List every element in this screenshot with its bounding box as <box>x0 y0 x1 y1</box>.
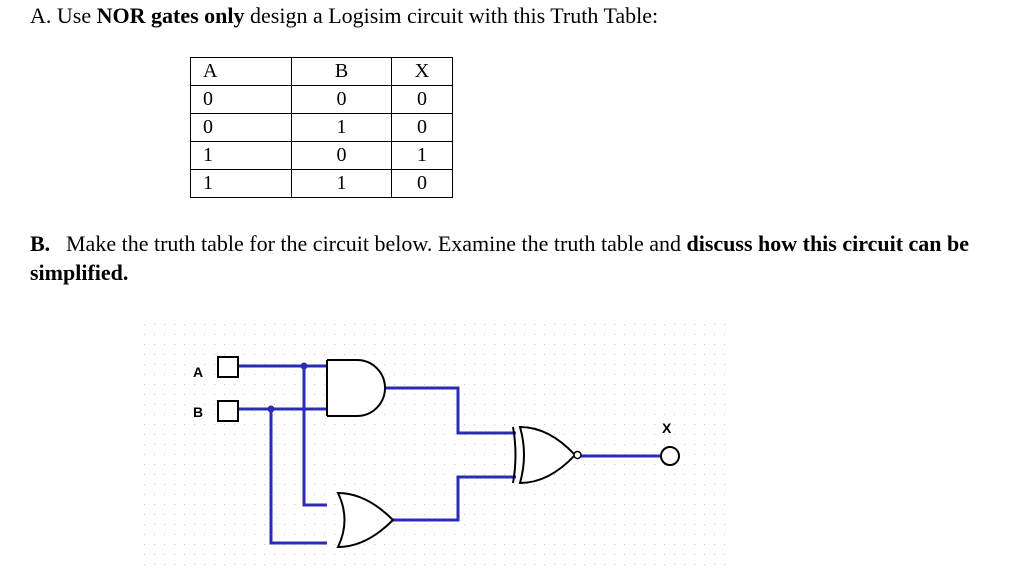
cell-x: 1 <box>391 141 453 170</box>
question-b: B. Make the truth table for the circuit b… <box>30 229 1005 287</box>
cell-x: 0 <box>391 113 453 142</box>
xnor-gate <box>512 425 582 485</box>
cell-b: 0 <box>291 141 392 170</box>
circuit-wires <box>239 364 660 545</box>
table-row: 0 1 0 <box>190 113 453 142</box>
question-b-bold: discuss how this circuit can be simplifi… <box>30 231 970 285</box>
wire-a-branch <box>302 366 327 507</box>
question-a-text-2: design a Logisim circuit with this Truth… <box>250 3 659 28</box>
cell-b: 1 <box>291 169 392 198</box>
cell-a: 1 <box>190 169 292 198</box>
wire-b-branch <box>269 409 327 545</box>
junction-b <box>267 405 275 413</box>
wire-or-out <box>393 475 516 522</box>
wire-and-out <box>381 386 516 435</box>
output-pin-x <box>660 446 680 466</box>
input-a-label: A <box>193 364 203 380</box>
or-gate <box>336 491 395 549</box>
question-a-bold: NOR gates only <box>96 3 245 28</box>
input-pin-a <box>217 356 239 378</box>
cell-b: 0 <box>291 85 392 114</box>
cell-x: 0 <box>391 169 453 198</box>
junction-a <box>300 362 308 370</box>
and-gate <box>326 359 386 417</box>
header-x: X <box>391 57 453 86</box>
xnor-inversion-bubble <box>573 450 582 460</box>
table-row: 1 0 1 <box>190 141 453 170</box>
question-b-text: Make the truth table for the circuit bel… <box>66 231 681 256</box>
canvas-grid <box>136 318 730 568</box>
truth-table: A B X 0 0 0 0 1 0 1 0 1 1 1 0 <box>190 57 453 198</box>
question-a: A. Use NOR gates only design a Logisim c… <box>30 3 658 29</box>
question-b-label: B. <box>30 231 51 256</box>
cell-a: 0 <box>190 113 292 142</box>
output-x-label: X <box>662 420 672 436</box>
input-b-label: B <box>193 404 203 420</box>
question-a-label: A. <box>30 3 52 28</box>
cell-a: 1 <box>190 141 292 170</box>
table-row: 1 1 0 <box>190 169 453 198</box>
input-pin-b <box>217 400 239 422</box>
question-a-text-1: Use <box>56 3 92 28</box>
